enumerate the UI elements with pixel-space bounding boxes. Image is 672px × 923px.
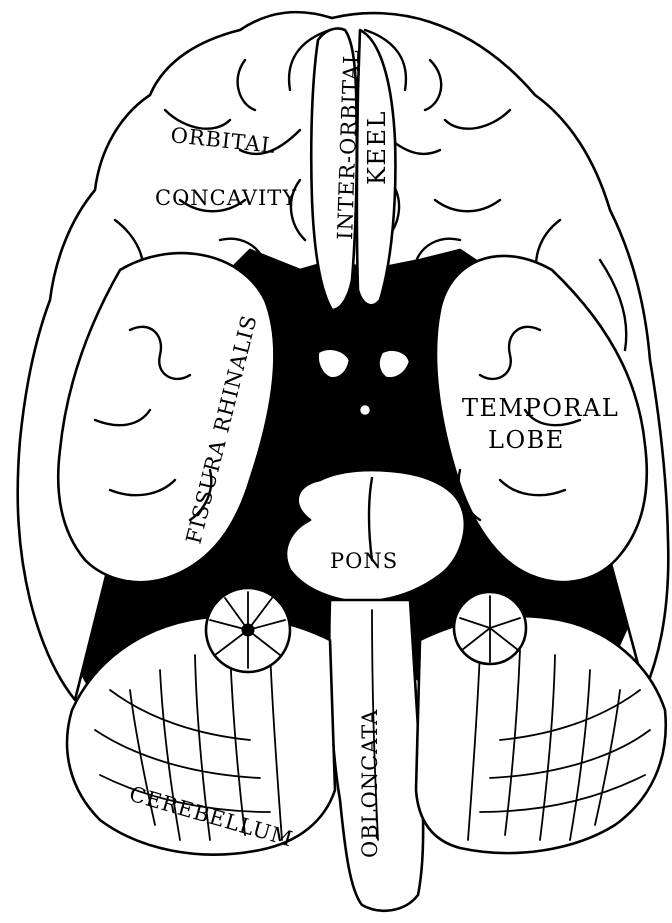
label-temporal: TEMPORAL — [462, 394, 619, 422]
pituitary-stalk — [359, 404, 371, 416]
flocculus-left-center — [242, 624, 254, 636]
label-concavity: CONCAVITY — [155, 186, 297, 210]
label-pons: PONS — [330, 549, 398, 573]
label-oblongata: OBLONCATA — [358, 709, 382, 858]
cerebellum-right — [416, 616, 666, 853]
label-keel: KEEL — [363, 110, 391, 185]
optic-nerve-left — [318, 349, 350, 379]
label-lobe: LOBE — [488, 426, 565, 454]
